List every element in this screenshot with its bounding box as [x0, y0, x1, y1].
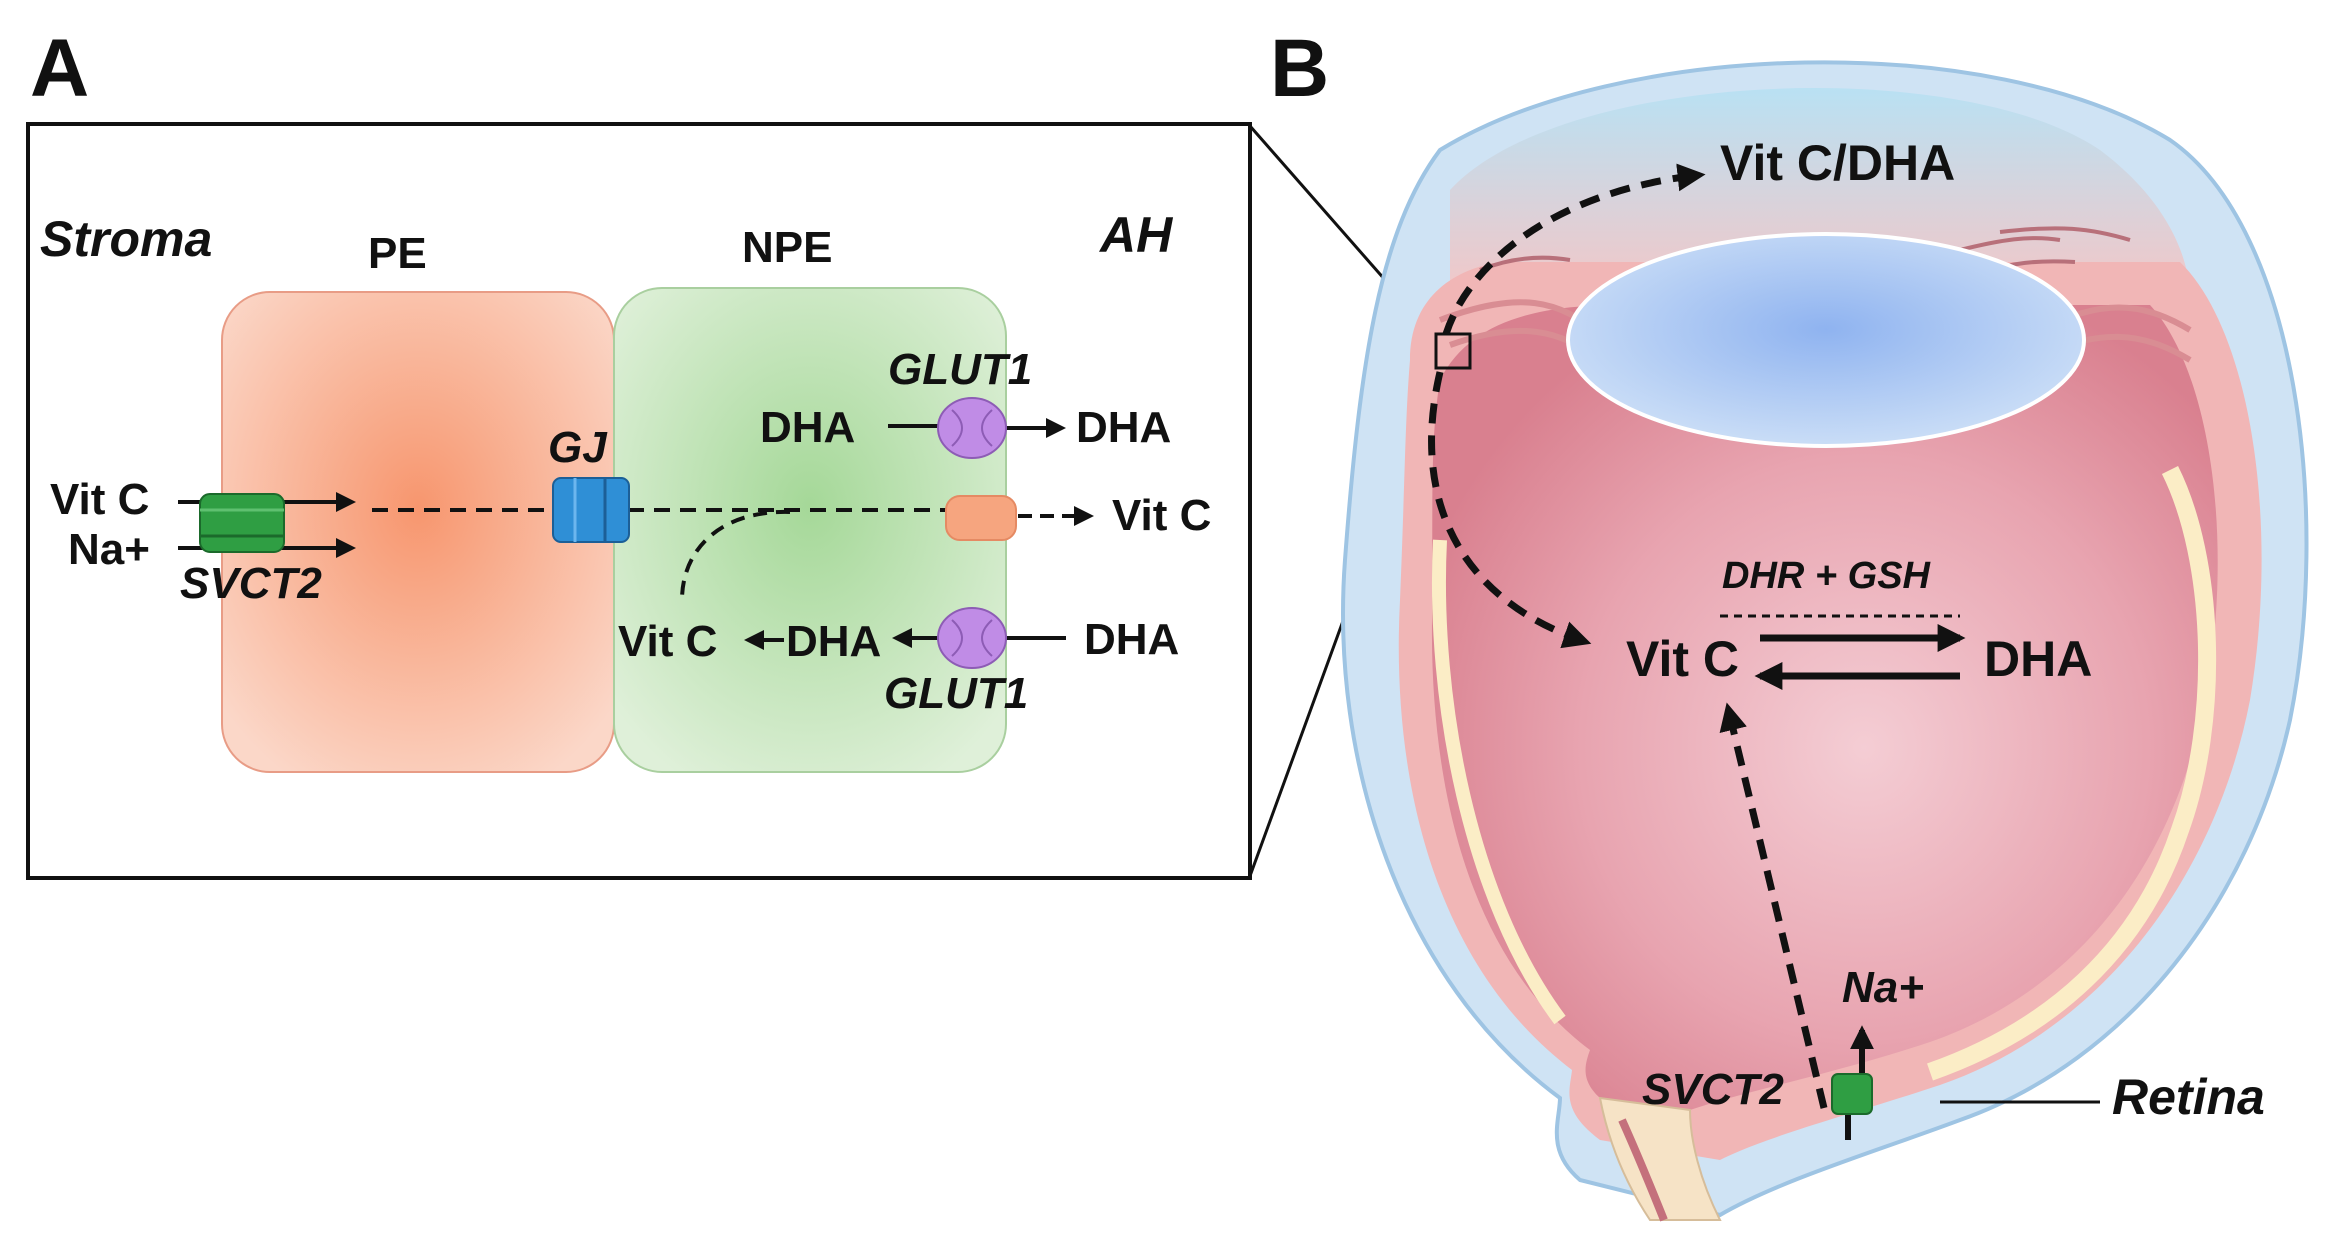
- pe-label: PE: [368, 229, 427, 278]
- svct2-transporter-a: [199, 493, 285, 553]
- na-in-label: Na+: [68, 525, 150, 574]
- eye-retina-rim: [1927, 465, 2217, 1081]
- efflux-transporter: [945, 495, 1017, 541]
- retina-label: Retina: [2112, 1069, 2265, 1125]
- dashed-arrow-retina-to-vitc: [1719, 702, 1828, 1109]
- stroma-label: Stroma: [40, 211, 212, 267]
- ah-label: AH: [1098, 207, 1173, 263]
- curved-dashed-path: [680, 509, 791, 601]
- glut1-top-label: GLUT1: [888, 345, 1032, 394]
- vitc-dha-top-label: Vit C/DHA: [1720, 135, 1955, 191]
- dashed-arrow-to-vitc: [1428, 371, 1592, 649]
- zoom-box: [1434, 332, 1472, 370]
- panel-b-letter: B: [1270, 23, 1329, 114]
- dha-top-left-label: DHA: [760, 403, 855, 452]
- dha-top-right-label: DHA: [1076, 403, 1171, 452]
- panel-a-letter: A: [30, 23, 89, 114]
- dashed-arrow-to-ah: [1442, 163, 1706, 336]
- dha-bottom-mid-label: DHA: [786, 617, 881, 666]
- dha-bottom-right-label: DHA: [1084, 615, 1179, 664]
- vitc-bottom-label: Vit C: [618, 617, 717, 666]
- eye-cornea: [1450, 88, 2190, 300]
- eye-retina-rim-left: [1431, 539, 1566, 1025]
- svct2-transporter-b: [1831, 1073, 1873, 1115]
- svct2-label-b: SVCT2: [1642, 1065, 1784, 1114]
- gj-label: GJ: [548, 423, 608, 472]
- dhr-gsh-label: DHR + GSH: [1722, 555, 1932, 597]
- eye-lens: [1566, 232, 2086, 448]
- na-plus-label: Na+: [1842, 963, 1924, 1012]
- vitc-center-label: Vit C: [1626, 631, 1739, 687]
- vitc-out-label: Vit C: [1112, 491, 1211, 540]
- glut1-transporter-bottom: [937, 607, 1007, 669]
- glut1-transporter-top: [937, 397, 1007, 459]
- svct2-label-a: SVCT2: [180, 559, 322, 608]
- eye-vitreous: [1431, 305, 2218, 1110]
- glut1-bottom-label: GLUT1: [884, 669, 1028, 718]
- npe-label: NPE: [742, 223, 832, 272]
- dha-center-label: DHA: [1984, 631, 2092, 687]
- vitc-in-label: Vit C: [50, 475, 149, 524]
- gap-junction: [552, 477, 630, 543]
